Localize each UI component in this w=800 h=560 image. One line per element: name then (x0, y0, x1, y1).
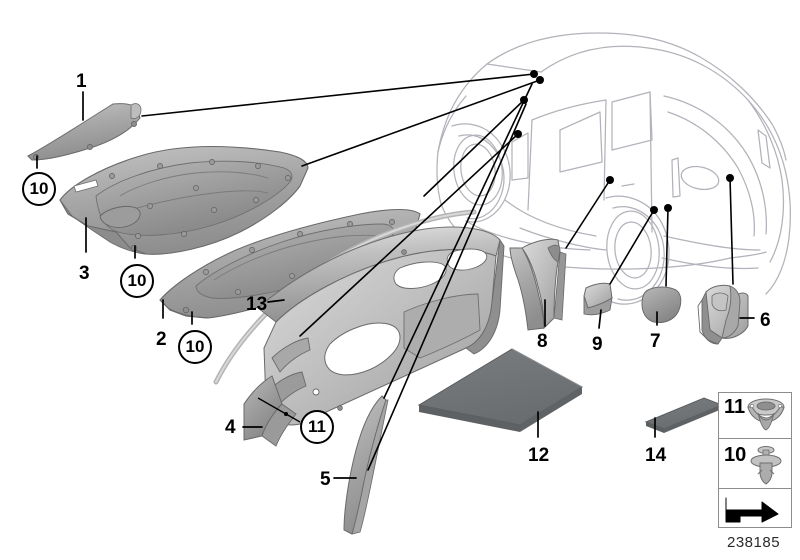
legend-number-11: 11 (724, 396, 746, 418)
part-8-shape (509, 238, 567, 331)
callout-label-9: 9 (592, 334, 603, 355)
callout-label-6: 6 (760, 310, 771, 331)
callout-label-1: 1 (76, 71, 87, 92)
diagram-part-number: 238185 (727, 534, 781, 551)
circled-callout-10-a: 10 (22, 172, 56, 206)
callout-label-14: 14 (645, 445, 667, 466)
part-7-shape (641, 286, 682, 323)
direction-arrow-icon (725, 497, 779, 523)
grommet-icon (747, 398, 785, 431)
circled-callout-10-b: 10 (120, 264, 154, 298)
callout-label-12: 12 (528, 445, 550, 466)
callout-label-8: 8 (537, 331, 548, 352)
callout-label-3: 3 (79, 263, 90, 284)
callout-label-2: 2 (156, 329, 167, 350)
circled-callout-10-c: 10 (178, 330, 212, 364)
part-2-shape (159, 208, 421, 319)
legend-number-10: 10 (724, 444, 747, 466)
part-12-shape (417, 348, 583, 432)
part-6-shape (697, 284, 749, 345)
vehicle-callout-dots (514, 70, 734, 214)
part-3-shape (59, 145, 309, 255)
callout-label-5: 5 (320, 469, 331, 490)
part-9-shape (583, 282, 613, 316)
push-clip-icon (750, 446, 782, 485)
callout-label-4: 4 (225, 417, 236, 438)
part-4-shape (243, 226, 505, 447)
callout-label-13: 13 (246, 294, 268, 315)
circled-callout-11-a: 11 (300, 410, 334, 444)
callout-label-7: 7 (650, 331, 661, 352)
part-1-shape (27, 103, 142, 161)
